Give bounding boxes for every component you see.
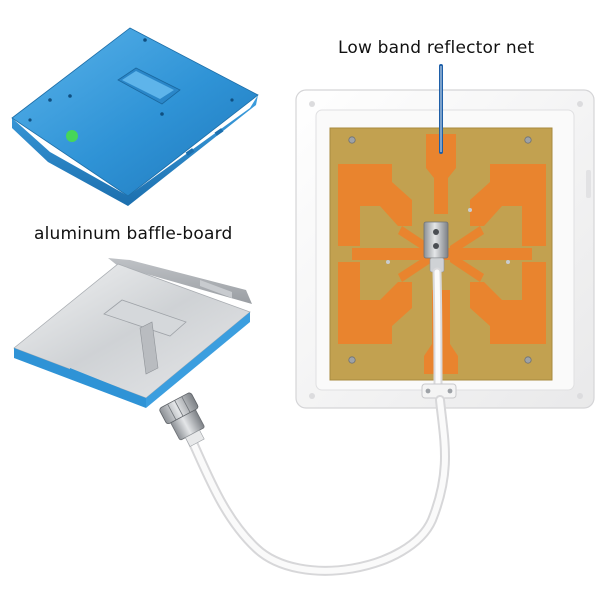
- feed-connector-screw: [433, 229, 439, 235]
- housing-screw: [577, 101, 583, 107]
- blue-baffle-handle-top: [122, 71, 174, 99]
- housing-screw: [577, 393, 583, 399]
- silver-baffle-back-wall: [108, 258, 252, 304]
- silver-baffle-board: [13, 258, 252, 408]
- silver-baffle-flap: [70, 368, 120, 396]
- pcb-via: [506, 260, 510, 264]
- feed-connector-block: [423, 221, 449, 259]
- baffle-hole: [143, 38, 147, 42]
- baffle-hole: [28, 118, 32, 122]
- blue-baffle-top: [11, 27, 259, 197]
- connector-boot: [184, 429, 205, 447]
- pcb-screw: [348, 356, 356, 364]
- pcb-screw: [348, 136, 356, 144]
- silver-baffle-blue-edge: [146, 312, 250, 408]
- baffle-tab: [214, 128, 224, 136]
- cable-gland-screw: [447, 388, 453, 394]
- baffle-hole: [48, 98, 52, 102]
- baffle-hole: [160, 112, 164, 116]
- housing-screw: [309, 393, 315, 399]
- baffle-hole: [230, 98, 234, 102]
- baffle-tab: [185, 148, 195, 156]
- pcb-via: [386, 260, 390, 264]
- silver-baffle-flap: [200, 280, 232, 298]
- blue-baffle-board: [11, 27, 259, 206]
- feed-connector-screw: [433, 243, 439, 249]
- reflector-annotation-label: Low band reflector net: [338, 38, 535, 58]
- n-type-connector: [159, 392, 205, 447]
- housing-side-slot: [586, 170, 591, 198]
- baffle-hole: [68, 94, 72, 98]
- pcb-screw: [524, 356, 532, 364]
- cable-gland-screw: [425, 388, 431, 394]
- baffle-annotation-label: aluminum baffle-board: [34, 224, 233, 244]
- silver-baffle-bracket-leg: [139, 321, 159, 375]
- housing-screw: [309, 101, 315, 107]
- cable-core: [185, 397, 448, 574]
- pcb-via: [468, 208, 472, 212]
- pcb-screw: [524, 136, 532, 144]
- coax-cable: [183, 267, 457, 576]
- green-sticker: [66, 130, 78, 142]
